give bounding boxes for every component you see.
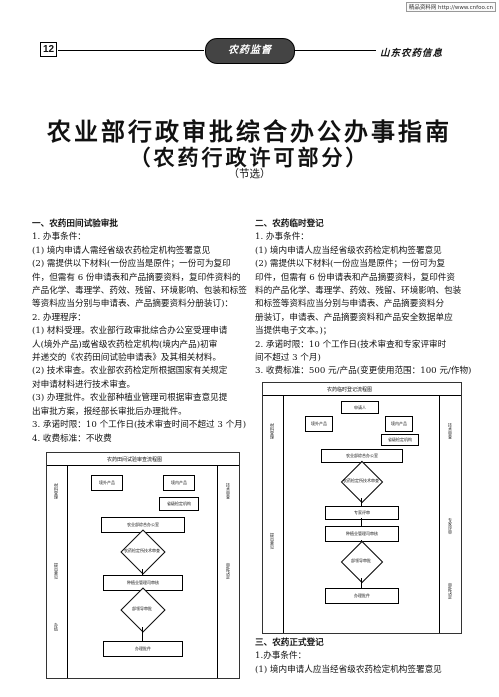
flow-node: 省级检定机构 <box>159 497 199 511</box>
excerpt-note: （节选） <box>228 168 271 180</box>
side-label: 审批决定 <box>448 583 453 599</box>
side-label: 材料受理 <box>270 423 275 439</box>
paragraph: 2. 办理程序： <box>32 312 86 323</box>
header-rule-left <box>58 50 204 51</box>
paragraph: 件，但需有 6 份申请表和产品摘要资料，复印件资料的 <box>32 272 241 283</box>
flow-node: 部领导审批 <box>351 558 371 563</box>
left-column: 一、农药田间试验审批 1. 办事条件： (1) 境内申请人需经省级农药检定机构签… <box>32 218 247 446</box>
paragraph: (3) 办理批件。农业部种植业管理司根据审查意见提 <box>32 393 228 404</box>
paragraph: 1.办事条件： <box>255 651 307 662</box>
flowchart-temp-registration: 农药临时登记流程图 材料受理 技术审查 专家评审 提出意见 审批决定 申请人 境… <box>262 382 462 634</box>
paragraph: 印件，但需有 6 份申请表和产品摘要资料，复印件资 <box>255 272 455 283</box>
flow-node: 境内产品 <box>385 416 413 432</box>
flow-node: 农药检定所技术审查 <box>124 548 160 553</box>
side-label: 技术审查 <box>448 423 453 439</box>
section-heading: 二、农药临时登记 <box>255 219 324 229</box>
paragraph: 人(境外产品)或省级农药检定机构(境内产品)初审 <box>32 339 218 350</box>
paragraph: (2) 需提供以下材料(一份应当是原件；一份可为复 <box>255 259 446 270</box>
paragraph: 产品化学、毒理学、药效、残留、环境影响、包装和标签 <box>32 286 247 297</box>
flow-node: 省级检定机构 <box>381 434 419 446</box>
flow-node: 境内产品 <box>163 475 195 491</box>
flow-node: 专家评审 <box>325 506 399 520</box>
side-label: 材料受理 <box>54 483 59 499</box>
flow-node: 种植业管理司审核 <box>325 526 399 542</box>
page-number: 12 <box>40 42 57 57</box>
paragraph: (2) 技术审查。农业部农药检定所根据国家有关规定 <box>32 366 228 377</box>
side-label: 审批决定 <box>226 563 231 579</box>
column-name: 农药监督 <box>228 45 272 56</box>
paragraph: (2) 需提供以下材料(一份应当是原件；一份可为复印 <box>32 259 231 270</box>
paragraph: 册装订，申请表、产品摘要资料和产品安全数据单应 <box>255 312 453 323</box>
paragraph: 4. 收费标准：不收费 <box>32 433 112 444</box>
side-label: 提出意见 <box>270 533 275 549</box>
flow-node: 办理批件 <box>325 588 399 604</box>
paragraph: (1) 境内申请人应当经省级农药检定机构签署意见 <box>255 245 442 256</box>
section-3: 三、农药正式登记 1.办事条件： (1) 境内申请人应当经省级农药检定机构签署意… <box>255 637 442 677</box>
header-rule-right <box>294 50 376 51</box>
flow-node: 申请人 <box>341 401 379 414</box>
side-label: 办结 <box>54 623 59 631</box>
side-label: 技术审查 <box>226 483 231 499</box>
paragraph: 出审批方案，报经部长审批后办理批件。 <box>32 406 187 417</box>
paragraph: 等资料应当分别与申请表、产品摘要资料分册装订)： <box>32 299 234 310</box>
article-subtitle: （农药行政许可部分） <box>129 145 370 170</box>
paragraph: 当提供电子文本。)； <box>255 326 332 337</box>
side-label: 专家评审 <box>448 518 453 534</box>
paragraph: 对申请材料进行技术审查。 <box>32 379 136 390</box>
paragraph: (1) 境内申请人应当经省级农药检定机构签署意见 <box>255 664 442 675</box>
flow-node: 办理批件 <box>103 641 183 657</box>
column-badge: 农药监督 <box>205 38 295 64</box>
flow-node: 境外产品 <box>305 416 333 432</box>
flowchart-field-trial: 农药田间试验审查流程图 材料受理 技术审查 提出意见 审批决定 办结 境外产品 … <box>46 452 240 679</box>
watermark: 精品资料网 http://www.cnfoo.cn <box>405 2 496 12</box>
paragraph: 并递交的《农药田间试验申请表》及其相关材料。 <box>32 353 222 364</box>
paragraph: 2. 承诺时限：10 个工作日(技术审查和专家评审时 <box>255 339 447 350</box>
article-title: 农业部行政审批综合办公办事指南 <box>47 117 452 146</box>
flowchart-title: 农药田间试验审查流程图 <box>107 457 163 463</box>
paragraph: 间不超过 3 个月) <box>255 353 321 364</box>
paragraph: 1. 办事条件： <box>32 232 86 243</box>
paragraph: (1) 材料受理。农业部行政审批综合办公室受理申请 <box>32 326 228 337</box>
paragraph: (1) 境内申请人需经省级农药检定机构签署意见 <box>32 245 211 256</box>
section-heading: 三、农药正式登记 <box>255 638 324 648</box>
paragraph: 和标签等资料应当分别与申请表、产品摘要资料分 <box>255 299 445 310</box>
right-column: 二、农药临时登记 1. 办事条件： (1) 境内申请人应当经省级农药检定机构签署… <box>255 218 471 379</box>
side-label: 提出意见 <box>54 563 59 579</box>
paragraph: 3. 收费标准：500 元/产品(变更使用范围：100 元/作物) <box>255 366 472 377</box>
paragraph: 1. 办事条件： <box>255 232 309 243</box>
paragraph: 料的产品化学、毒理学、药效、残留、环境影响、包装 <box>255 286 462 297</box>
flow-node: 部领导审批 <box>132 606 152 611</box>
section-heading: 一、农药田间试验审批 <box>32 219 118 229</box>
journal-name: 山东农药信息 <box>380 48 444 59</box>
flowchart-title: 农药临时登记流程图 <box>327 387 373 393</box>
paragraph: 3. 承诺时限：10 个工作日(技术审查时间不超过 3 个月) <box>32 420 247 431</box>
flow-node: 境外产品 <box>91 475 123 491</box>
flow-node: 农药检定所技术审查 <box>343 478 379 483</box>
